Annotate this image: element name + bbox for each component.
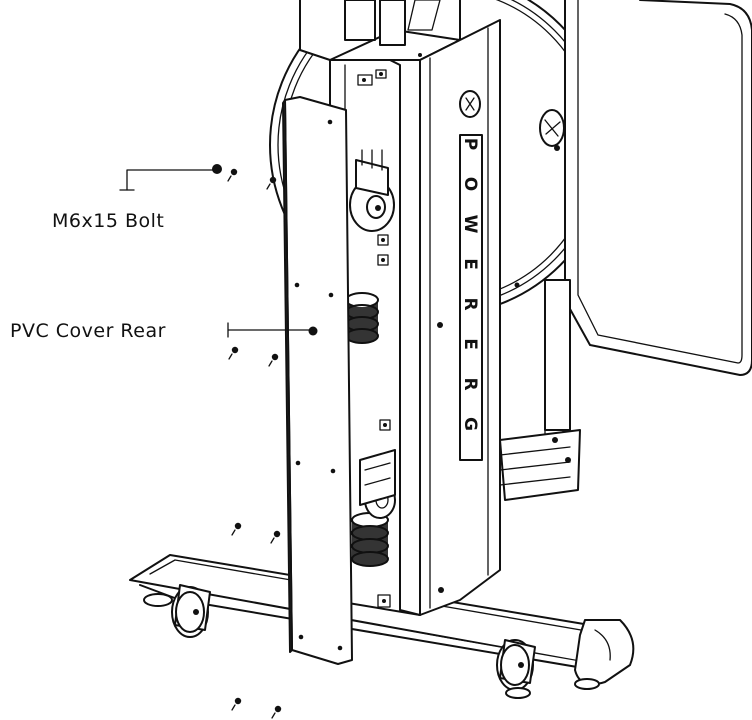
caster-right [496, 639, 600, 699]
bolt-icon [268, 353, 279, 367]
cover-callout-label: PVC Cover Rear [10, 320, 166, 342]
bolt-icon [231, 522, 242, 536]
bolt-icon [227, 168, 238, 182]
bolt-icon [266, 176, 277, 190]
caster-left [143, 584, 211, 638]
brand-lettering [459, 134, 483, 461]
bolt-icon [271, 705, 282, 719]
bolts [212, 164, 282, 719]
cover-leader-line [227, 322, 313, 338]
base-endcap [574, 619, 635, 686]
base [129, 429, 635, 686]
spring-upper [345, 292, 379, 344]
bolt-icon [231, 697, 242, 711]
bolt-icon [228, 346, 239, 360]
bolt-icon [270, 530, 281, 544]
side-panel [544, 0, 752, 451]
pulley [349, 149, 395, 232]
callout-leaders [119, 169, 318, 338]
bolt-callout-label: M6x15 Bolt [52, 210, 165, 232]
pvc-cover-rear [282, 96, 353, 665]
bolt-highlighted-icon [212, 164, 222, 174]
bolt-leader-line [126, 169, 215, 191]
